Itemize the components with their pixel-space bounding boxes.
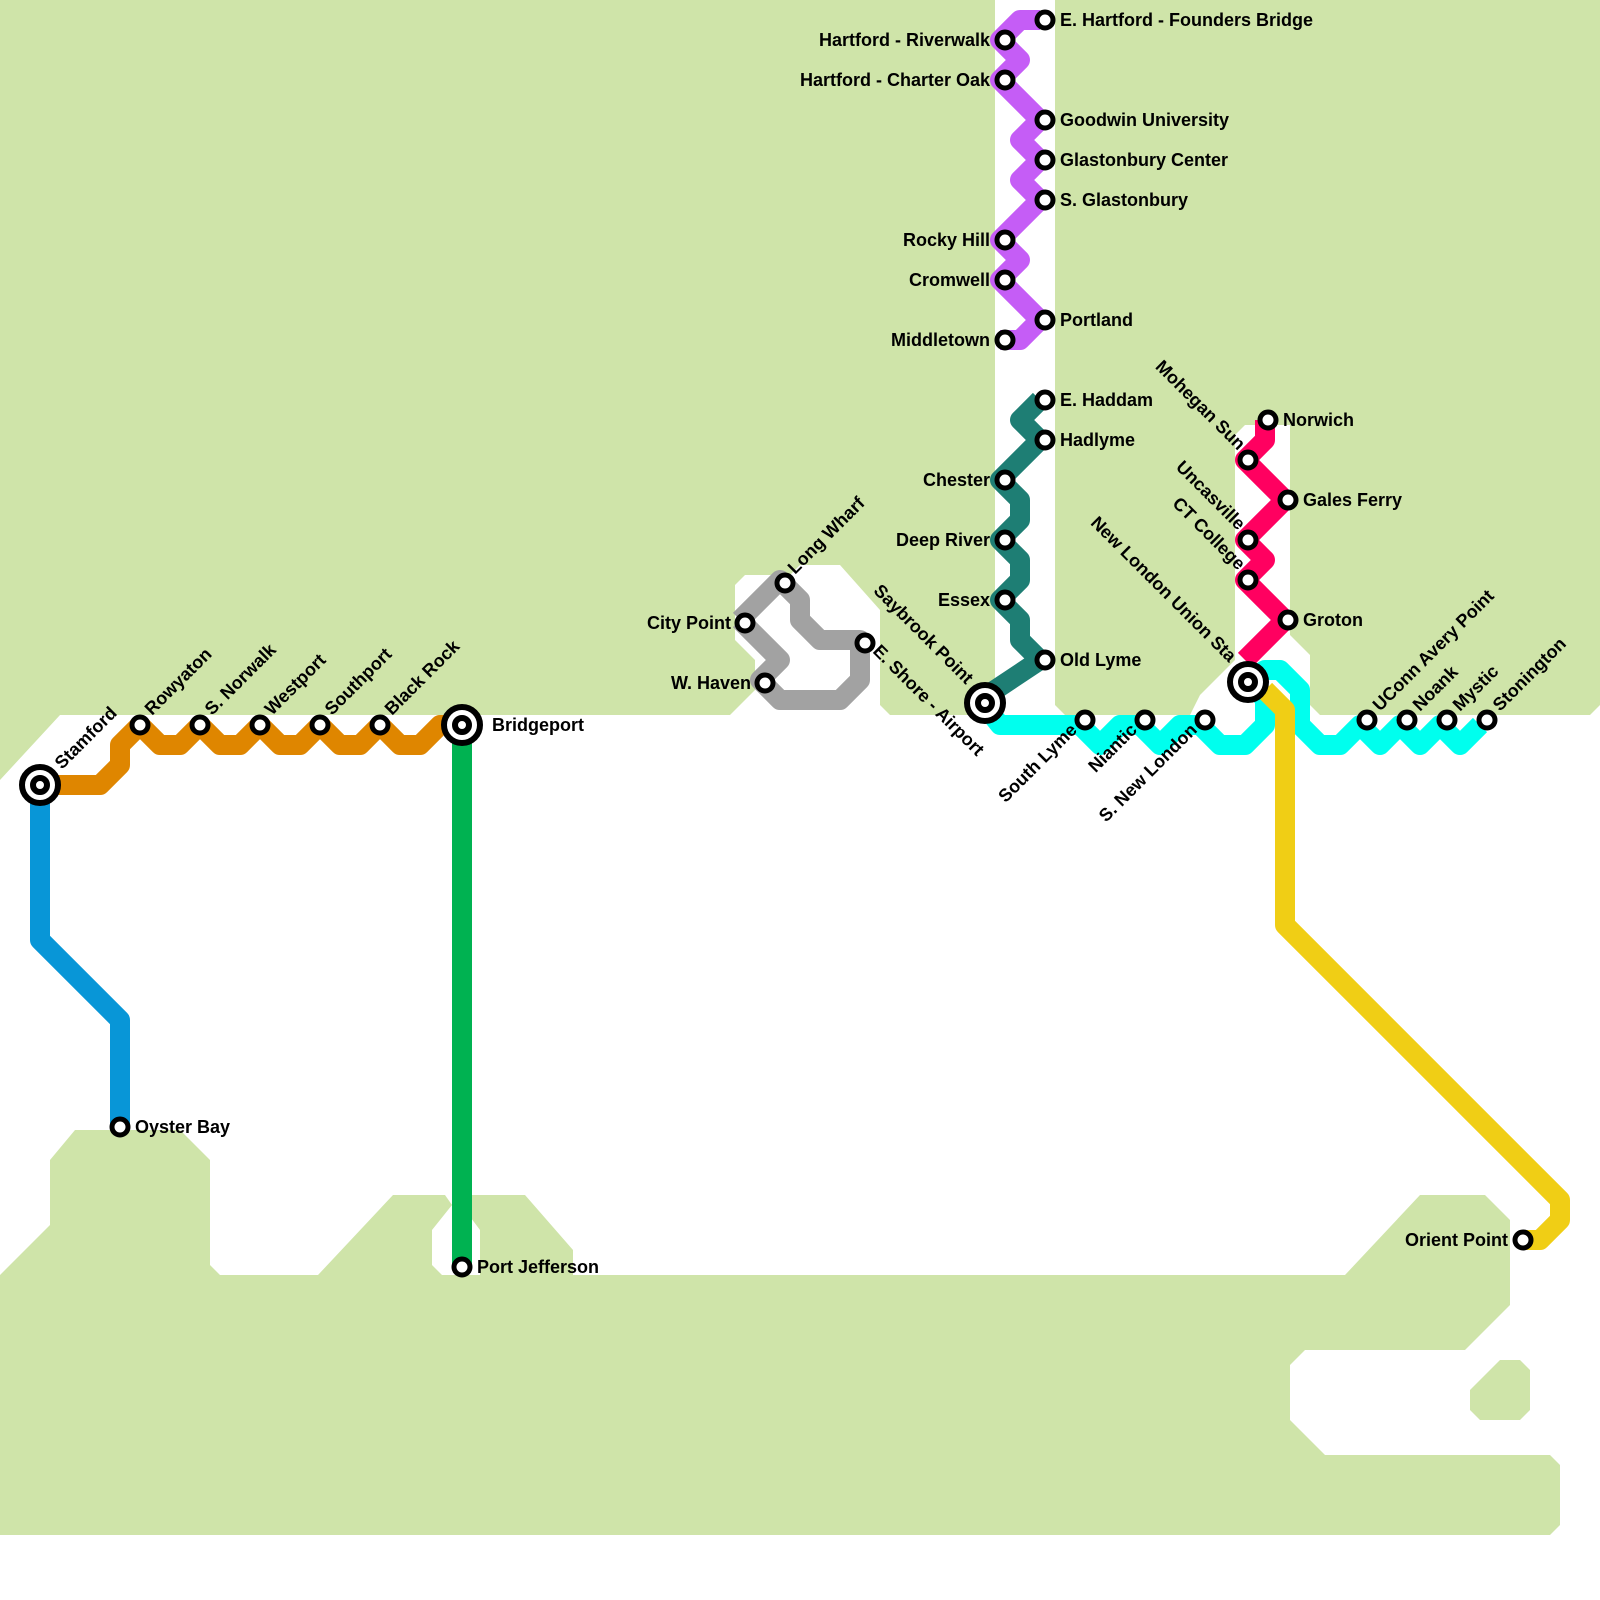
land-islet bbox=[1470, 1360, 1530, 1420]
interchange-new-london-union[interactable] bbox=[1227, 661, 1269, 703]
interchange-stamford[interactable] bbox=[19, 764, 61, 806]
station-mohegan-sun[interactable] bbox=[1237, 449, 1259, 471]
station-rocky-hill[interactable] bbox=[994, 229, 1016, 251]
label-old-lyme: Old Lyme bbox=[1060, 650, 1141, 670]
station-w-haven[interactable] bbox=[754, 672, 776, 694]
station-deep-river[interactable] bbox=[994, 529, 1016, 551]
route-teal[interactable] bbox=[974, 392, 1050, 709]
label-city-point: City Point bbox=[647, 613, 731, 633]
interchange-saybrook-point[interactable] bbox=[964, 682, 1006, 724]
label-s-glastonbury: S. Glastonbury bbox=[1060, 190, 1188, 210]
station-chester[interactable] bbox=[994, 469, 1016, 491]
label-portland: Portland bbox=[1060, 310, 1133, 330]
station-uncasville[interactable] bbox=[1237, 529, 1259, 551]
station-goodwin[interactable] bbox=[1034, 109, 1056, 131]
route-blue[interactable] bbox=[30, 785, 130, 1125]
land-masses bbox=[0, 0, 1600, 1535]
station-rowyaton[interactable] bbox=[129, 714, 151, 736]
label-goodwin: Goodwin University bbox=[1060, 110, 1229, 130]
route-yellow[interactable] bbox=[1257, 682, 1570, 1250]
station-uconn-avery[interactable] bbox=[1356, 709, 1378, 731]
station-cromwell[interactable] bbox=[994, 269, 1016, 291]
label-oyster-bay: Oyster Bay bbox=[135, 1117, 230, 1137]
station-stonington[interactable] bbox=[1476, 709, 1498, 731]
station-glastonbury-center[interactable] bbox=[1034, 149, 1056, 171]
station-port-jefferson[interactable] bbox=[451, 1256, 473, 1278]
station-old-lyme[interactable] bbox=[1034, 649, 1056, 671]
label-hadlyme: Hadlyme bbox=[1060, 430, 1135, 450]
station-norwich[interactable] bbox=[1257, 409, 1279, 431]
station-s-new-london[interactable] bbox=[1194, 709, 1216, 731]
label-gales-ferry: Gales Ferry bbox=[1303, 490, 1402, 510]
station-groton[interactable] bbox=[1277, 609, 1299, 631]
label-glastonbury-center: Glastonbury Center bbox=[1060, 150, 1228, 170]
station-city-point[interactable] bbox=[734, 612, 756, 634]
stations bbox=[19, 9, 1534, 1278]
station-hadlyme[interactable] bbox=[1034, 429, 1056, 451]
land-long-island bbox=[0, 1130, 1560, 1535]
station-gales-ferry[interactable] bbox=[1277, 489, 1299, 511]
label-chester: Chester bbox=[923, 470, 990, 490]
label-hartford-riverwalk: Hartford - Riverwalk bbox=[819, 30, 991, 50]
label-w-haven: W. Haven bbox=[671, 673, 751, 693]
station-e-shore-airport[interactable] bbox=[854, 632, 876, 654]
label-e-hartford: E. Hartford - Founders Bridge bbox=[1060, 10, 1313, 30]
label-essex: Essex bbox=[938, 590, 990, 610]
label-rocky-hill: Rocky Hill bbox=[903, 230, 990, 250]
station-hartford-charter-oak[interactable] bbox=[994, 69, 1016, 91]
label-groton: Groton bbox=[1303, 610, 1363, 630]
station-s-glastonbury[interactable] bbox=[1034, 189, 1056, 211]
station-s-norwalk[interactable] bbox=[189, 714, 211, 736]
station-e-hartford[interactable] bbox=[1034, 9, 1056, 31]
label-hartford-charter-oak: Hartford - Charter Oak bbox=[800, 70, 991, 90]
station-hartford-riverwalk[interactable] bbox=[994, 29, 1016, 51]
station-south-lyme[interactable] bbox=[1074, 709, 1096, 731]
label-deep-river: Deep River bbox=[896, 530, 990, 550]
station-e-haddam[interactable] bbox=[1034, 389, 1056, 411]
land-connecticut-west bbox=[0, 0, 995, 780]
station-ct-college[interactable] bbox=[1237, 569, 1259, 591]
label-middletown: Middletown bbox=[891, 330, 990, 350]
station-noank[interactable] bbox=[1396, 709, 1418, 731]
station-long-wharf[interactable] bbox=[774, 572, 796, 594]
station-black-rock[interactable] bbox=[369, 714, 391, 736]
label-e-haddam: E. Haddam bbox=[1060, 390, 1153, 410]
label-cromwell: Cromwell bbox=[909, 270, 990, 290]
station-middletown[interactable] bbox=[994, 329, 1016, 351]
station-essex[interactable] bbox=[994, 589, 1016, 611]
label-port-jefferson: Port Jefferson bbox=[477, 1257, 599, 1277]
station-oyster-bay[interactable] bbox=[109, 1116, 131, 1138]
route-purple[interactable] bbox=[990, 10, 1050, 350]
land-connecticut-east bbox=[1055, 0, 1600, 715]
label-bridgeport: Bridgeport bbox=[492, 715, 584, 735]
station-niantic[interactable] bbox=[1134, 709, 1156, 731]
station-mystic[interactable] bbox=[1436, 709, 1458, 731]
station-portland[interactable] bbox=[1034, 309, 1056, 331]
interchange-bridgeport[interactable] bbox=[441, 704, 483, 746]
station-southport[interactable] bbox=[309, 714, 331, 736]
label-orient-point: Orient Point bbox=[1405, 1230, 1508, 1250]
station-westport[interactable] bbox=[249, 714, 271, 736]
label-norwich: Norwich bbox=[1283, 410, 1354, 430]
station-orient-point[interactable] bbox=[1512, 1229, 1534, 1251]
